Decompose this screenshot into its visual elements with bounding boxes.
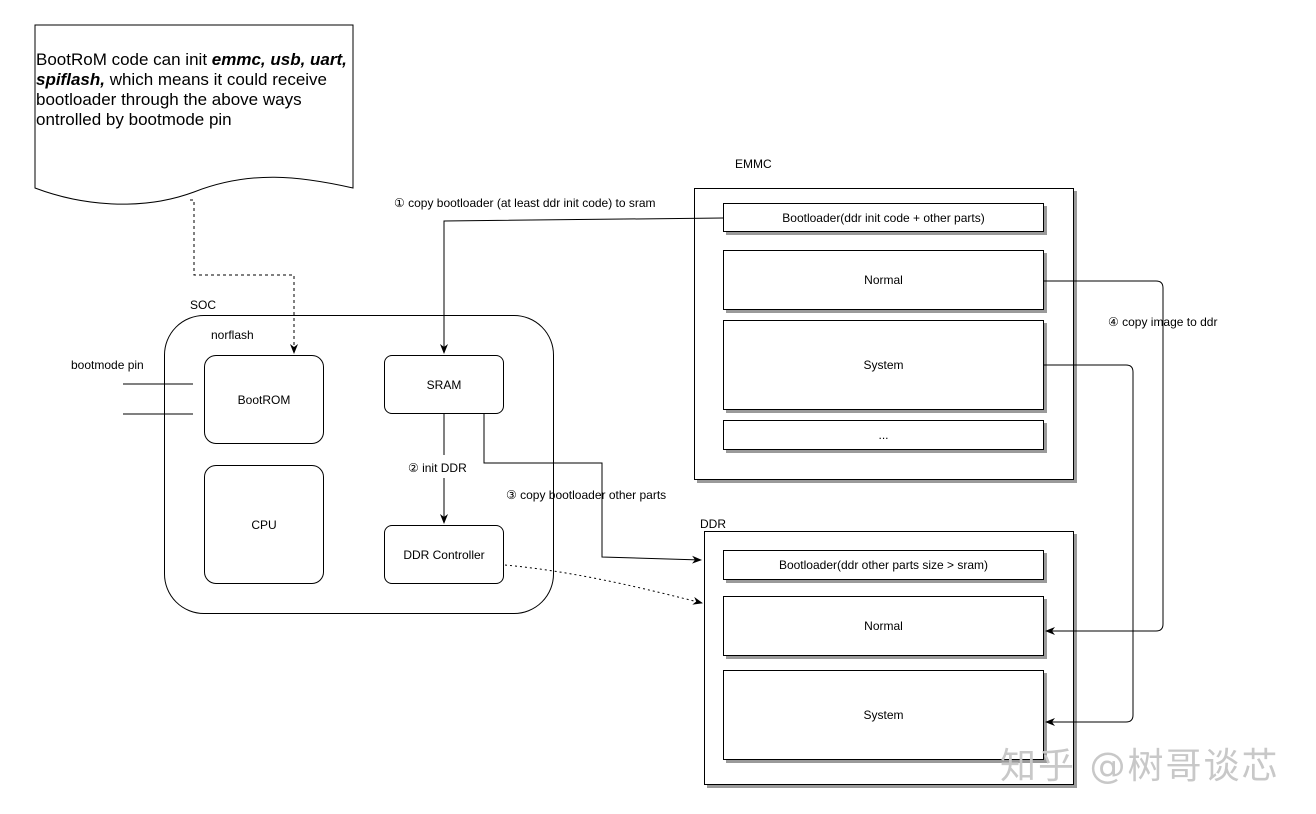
ddr-controller-label: DDR Controller	[403, 547, 485, 562]
note-text-bold: emmc, usb, uart, spiflash,	[36, 50, 347, 89]
ddr-normal-label: Normal	[864, 619, 903, 633]
emmc-bootloader-block: Bootloader(ddr init code + other parts)	[723, 203, 1044, 232]
bootmode-pin-label: bootmode pin	[71, 358, 144, 372]
ddr-controller-block: DDR Controller	[384, 525, 504, 584]
ddr-normal-block: Normal	[723, 596, 1044, 656]
bootrom-label: BootROM	[237, 392, 291, 407]
cpu-label: CPU	[251, 517, 277, 532]
emmc-bootloader-label: Bootloader(ddr init code + other parts)	[782, 210, 985, 225]
ddr-title: DDR	[700, 517, 726, 531]
emmc-normal-block: Normal	[723, 250, 1044, 310]
step4-label: ④ copy image to ddr	[1108, 315, 1218, 329]
step3-label: ③ copy bootloader other parts	[506, 488, 667, 502]
sram-label: SRAM	[426, 377, 462, 392]
emmc-title: EMMC	[735, 157, 772, 171]
step1-label: ① copy bootloader (at least ddr init cod…	[394, 196, 656, 210]
watermark: 知乎 @树哥谈芯	[1000, 746, 1280, 787]
cpu-block: CPU	[204, 465, 324, 584]
emmc-system-label: System	[863, 358, 904, 372]
emmc-more-label: ...	[878, 428, 889, 442]
sram-block: SRAM	[384, 355, 504, 414]
emmc-system-block: System	[723, 320, 1044, 410]
ddr-system-block: System	[723, 670, 1044, 760]
bootrom-note: BootRoM code can init emmc, usb, uart, s…	[36, 50, 348, 130]
ddr-bootloader-block: Bootloader(ddr other parts size > sram)	[723, 550, 1044, 580]
emmc-normal-label: Normal	[864, 273, 903, 287]
note-text-part2: which means it could receive bootloader …	[36, 70, 328, 129]
note-text-part1: BootRoM code can init	[36, 50, 212, 69]
step2-label: ② init DDR	[408, 461, 467, 475]
emmc-more-block: ...	[723, 420, 1044, 450]
bootrom-block: BootROM	[204, 355, 324, 444]
ddr-system-label: System	[863, 708, 904, 722]
soc-title: SOC	[190, 298, 217, 312]
ddr-bootloader-label: Bootloader(ddr other parts size > sram)	[778, 558, 989, 572]
norflash-label: norflash	[211, 328, 254, 342]
